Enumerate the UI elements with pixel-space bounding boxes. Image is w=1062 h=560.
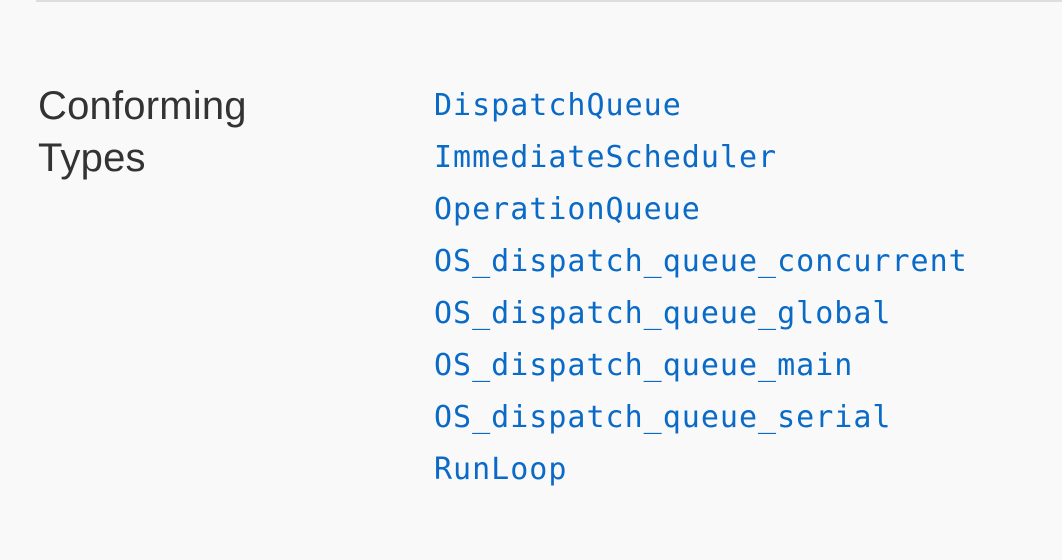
- list-item: OS_dispatch_queue_main: [434, 340, 968, 392]
- type-link-dispatchqueue[interactable]: DispatchQueue: [434, 88, 682, 123]
- section-heading-line-2: Types: [38, 136, 146, 180]
- list-item: DispatchQueue: [434, 80, 968, 132]
- type-link-os-dispatch-queue-concurrent[interactable]: OS_dispatch_queue_concurrent: [434, 244, 968, 279]
- list-item: ImmediateScheduler: [434, 132, 968, 184]
- list-item: OperationQueue: [434, 184, 968, 236]
- section-heading: Conforming Types: [38, 80, 368, 184]
- list-item: OS_dispatch_queue_serial: [434, 392, 968, 444]
- list-item: OS_dispatch_queue_global: [434, 288, 968, 340]
- type-link-runloop[interactable]: RunLoop: [434, 452, 568, 487]
- list-item: RunLoop: [434, 444, 968, 496]
- top-divider: [36, 0, 1062, 2]
- type-link-os-dispatch-queue-global[interactable]: OS_dispatch_queue_global: [434, 296, 892, 331]
- type-link-os-dispatch-queue-serial[interactable]: OS_dispatch_queue_serial: [434, 400, 892, 435]
- conforming-types-list: DispatchQueue ImmediateScheduler Operati…: [434, 80, 968, 496]
- section-heading-line-1: Conforming: [38, 84, 247, 128]
- type-link-operationqueue[interactable]: OperationQueue: [434, 192, 701, 227]
- type-link-immediatescheduler[interactable]: ImmediateScheduler: [434, 140, 778, 175]
- type-link-os-dispatch-queue-main[interactable]: OS_dispatch_queue_main: [434, 348, 854, 383]
- list-item: OS_dispatch_queue_concurrent: [434, 236, 968, 288]
